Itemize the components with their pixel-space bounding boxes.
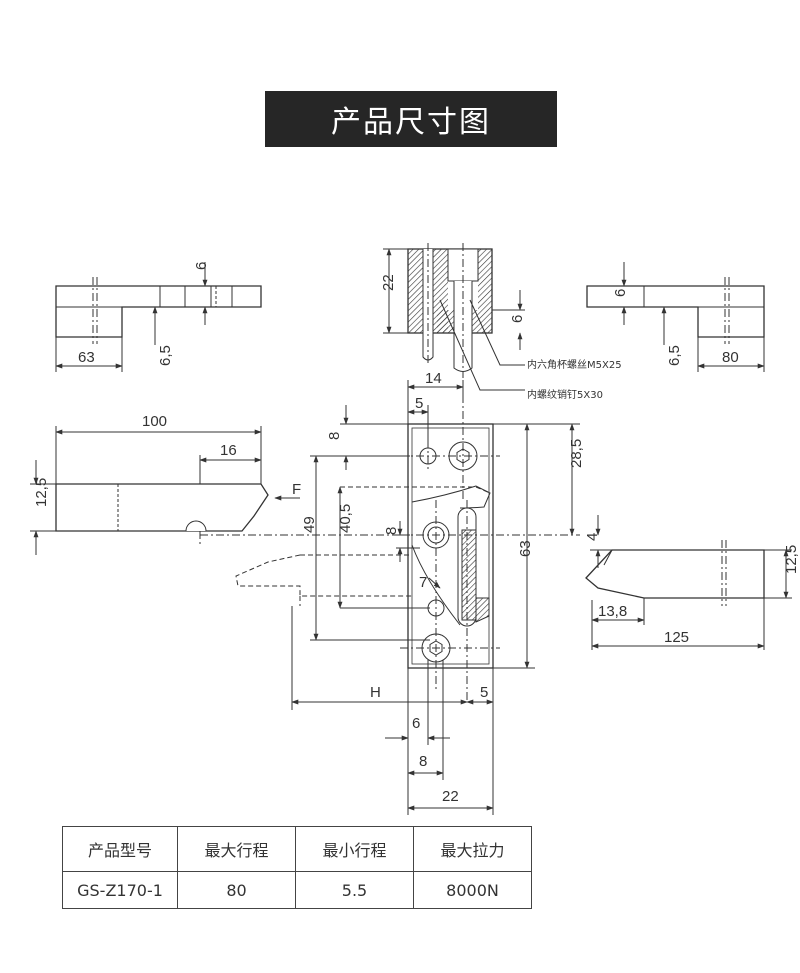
dim-80: 80 [722, 349, 739, 366]
spec-value-model: GS-Z170-1 [62, 871, 178, 909]
dim-6-5-left: 6,5 [157, 345, 174, 366]
dim-6-mid: 6 [509, 315, 526, 323]
dim-49: 49 [301, 516, 318, 533]
dim-28-5: 28,5 [568, 439, 585, 468]
top-section-view [383, 243, 525, 391]
spec-header-max-force: 最大拉力 [413, 826, 532, 872]
spec-header-max-stroke: 最大行程 [177, 826, 296, 872]
spec-value-row: GS-Z170-1 80 5.5 8000N [62, 871, 532, 909]
callout-pin: 内螺纹销钉5X30 [527, 388, 603, 401]
dim-6-5-right: 6,5 [666, 345, 683, 366]
dim-12-5-left: 12,5 [33, 478, 50, 507]
spec-value-max-stroke: 80 [177, 871, 296, 909]
page-title-banner: 产品尺寸图 [265, 91, 557, 147]
right-arm-view [585, 515, 792, 650]
dim-8-mid: 8 [383, 527, 400, 535]
dim-14: 14 [425, 370, 442, 387]
dim-4: 4 [584, 533, 601, 541]
spec-header-min-stroke: 最小行程 [295, 826, 414, 872]
spec-header-row: 产品型号 最大行程 最小行程 最大拉力 [62, 826, 532, 872]
dim-6-top-left: 6 [193, 262, 210, 270]
dim-125: 125 [664, 629, 689, 646]
dim-5-bottom: 5 [480, 684, 488, 701]
page-title: 产品尺寸图 [331, 105, 491, 140]
spec-value-max-force: 8000N [413, 871, 532, 909]
dim-40-5: 40,5 [337, 504, 354, 533]
dim-12-5-right: 12,5 [783, 545, 800, 574]
left-arm-view [30, 426, 300, 555]
dim-13-8: 13,8 [598, 603, 627, 620]
callout-screw: 内六角杯螺丝M5X25 [527, 358, 622, 371]
dim-22-top: 22 [380, 274, 397, 291]
dim-5-top: 5 [415, 395, 423, 412]
spec-value-min-stroke: 5.5 [295, 871, 414, 909]
dim-63-vertical: 63 [517, 540, 534, 557]
dim-8-top: 8 [326, 432, 343, 440]
dim-8-bottom: 8 [419, 753, 427, 770]
spec-table: 产品型号 最大行程 最小行程 最大拉力 GS-Z170-1 80 5.5 800… [62, 826, 532, 909]
top-right-view [586, 262, 765, 372]
dim-6-top-right: 6 [612, 289, 629, 297]
dim-22-bottom: 22 [442, 788, 459, 805]
dim-100: 100 [142, 413, 167, 430]
dim-6-bottom: 6 [412, 715, 420, 732]
spec-header-model: 产品型号 [62, 826, 178, 872]
dim-63: 63 [78, 349, 95, 366]
dim-7: 7 [419, 574, 427, 591]
top-left-view [55, 262, 262, 372]
dim-16: 16 [220, 442, 237, 459]
dim-H: H [370, 684, 381, 701]
main-front-view [200, 380, 580, 815]
force-label-F: F [292, 481, 301, 498]
